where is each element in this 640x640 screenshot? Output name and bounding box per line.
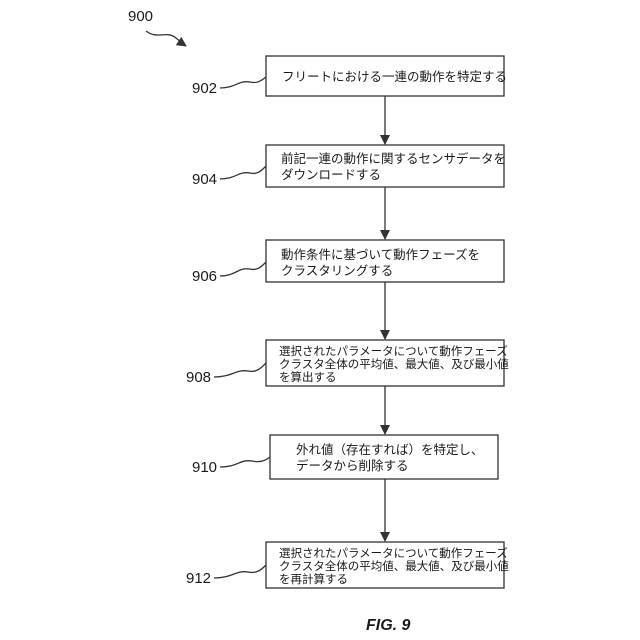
step-912-line-2: クラスタ全体の平均値、最大値、及び最小値	[279, 559, 509, 573]
svg-text:フリートにおける一連の動作を特定する: フリートにおける一連の動作を特定する	[282, 69, 507, 84]
step-902-ref: 902	[192, 80, 217, 97]
step-906-line-2: クラスタリングする	[281, 263, 393, 278]
step-908-leader	[214, 363, 266, 377]
step-910: 外れ値（存在すれば）を特定し、 データから削除する 910	[192, 435, 498, 479]
step-902: フリートにおける一連の動作を特定する 902	[192, 56, 507, 97]
step-910-leader	[220, 457, 270, 467]
step-910-ref: 910	[192, 459, 217, 476]
step-908-line-3: を算出する	[279, 370, 337, 384]
step-910-line-1: 外れ値（存在すれば）を特定し、	[296, 442, 484, 457]
svg-text:ダウンロードする: ダウンロードする	[281, 167, 381, 182]
step-904-line-1: 前記一連の動作に関するセンサデータを	[281, 151, 506, 166]
svg-text:を算出する: を算出する	[279, 370, 337, 384]
step-912-line-3: を再計算する	[279, 572, 348, 586]
svg-text:クラスタリングする: クラスタリングする	[281, 263, 393, 278]
figure-ref-arrow	[146, 31, 186, 46]
svg-text:選択されたパラメータについて動作フェーズ: 選択されたパラメータについて動作フェーズ	[279, 546, 508, 560]
svg-text:外れ値（存在すれば）を特定し、: 外れ値（存在すれば）を特定し、	[296, 442, 484, 457]
step-912-ref: 912	[186, 570, 211, 587]
step-908-ref: 908	[186, 369, 211, 386]
figure-caption: FIG. 9	[366, 617, 411, 634]
step-912: 選択されたパラメータについて動作フェーズ クラスタ全体の平均値、最大値、及び最小…	[186, 542, 509, 588]
svg-text:前記一連の動作に関するセンサデータを: 前記一連の動作に関するセンサデータを	[281, 151, 506, 166]
figure-ref-number: 900	[128, 8, 153, 25]
step-908-line-2: クラスタ全体の平均値、最大値、及び最小値	[279, 357, 509, 371]
svg-text:選択されたパラメータについて動作フェーズ: 選択されたパラメータについて動作フェーズ	[279, 344, 508, 358]
step-904-leader	[220, 166, 266, 179]
step-908-line-1: 選択されたパラメータについて動作フェーズ	[279, 344, 508, 358]
step-912-leader	[214, 565, 266, 578]
step-902-line-1: フリートにおける一連の動作を特定する	[282, 69, 507, 84]
step-906-leader	[220, 262, 266, 276]
svg-text:クラスタ全体の平均値、最大値、及び最小値: クラスタ全体の平均値、最大値、及び最小値	[279, 357, 509, 371]
step-904: 前記一連の動作に関するセンサデータを ダウンロードする 904	[192, 145, 506, 188]
step-910-line-2: データから削除する	[296, 458, 409, 473]
svg-text:データから削除する: データから削除する	[296, 458, 409, 473]
step-906-line-1: 動作条件に基づいて動作フェーズを	[281, 247, 480, 262]
step-906-ref: 906	[192, 268, 217, 285]
step-908: 選択されたパラメータについて動作フェーズ クラスタ全体の平均値、最大値、及び最小…	[186, 340, 509, 386]
step-902-leader	[220, 77, 266, 88]
step-904-line-2: ダウンロードする	[281, 167, 381, 182]
svg-text:クラスタ全体の平均値、最大値、及び最小値: クラスタ全体の平均値、最大値、及び最小値	[279, 559, 509, 573]
step-912-line-1: 選択されたパラメータについて動作フェーズ	[279, 546, 508, 560]
svg-text:を再計算する: を再計算する	[279, 572, 348, 586]
svg-text:動作条件に基づいて動作フェーズを: 動作条件に基づいて動作フェーズを	[281, 247, 480, 262]
step-906: 動作条件に基づいて動作フェーズを クラスタリングする 906	[192, 240, 504, 285]
step-904-ref: 904	[192, 171, 217, 188]
